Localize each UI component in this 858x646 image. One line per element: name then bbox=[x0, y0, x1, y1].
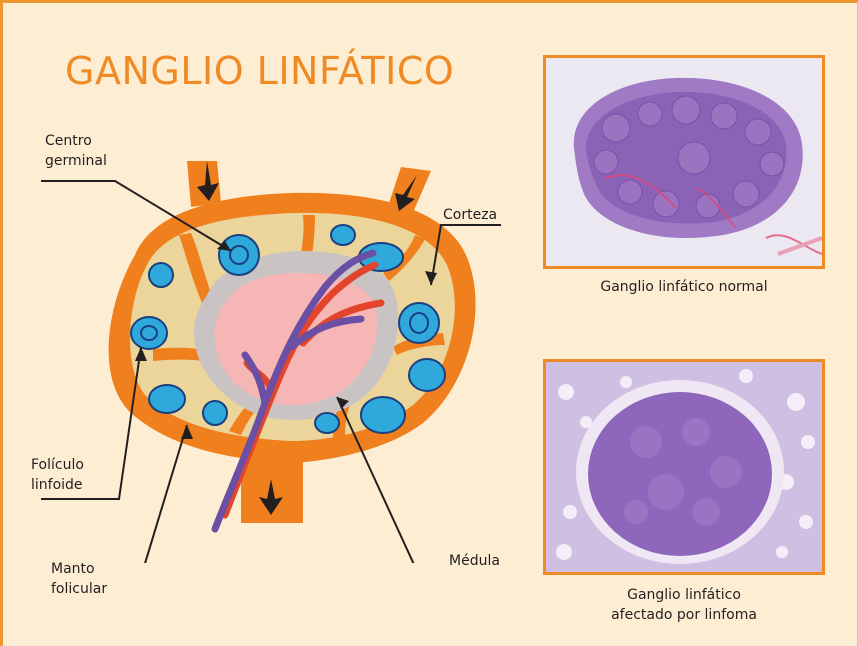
label-manto-folicular: Manto folicular bbox=[51, 559, 107, 599]
micrograph-lymphoma bbox=[543, 359, 825, 575]
label-foliculo-linfoide: Folículo linfoide bbox=[31, 455, 84, 495]
label-centro-germinal: Centro germinal bbox=[45, 131, 107, 171]
label-medula: Médula bbox=[449, 551, 500, 571]
caption-lymphoma: Ganglio linfático afectado por linfoma bbox=[543, 585, 825, 625]
micrograph-lymphoma-image bbox=[546, 362, 825, 575]
caption-normal: Ganglio linfático normal bbox=[543, 277, 825, 297]
micrograph-normal-image bbox=[546, 58, 825, 269]
micrograph-normal bbox=[543, 55, 825, 269]
lymph-node-diagram bbox=[3, 3, 563, 563]
label-corteza: Corteza bbox=[443, 205, 497, 225]
